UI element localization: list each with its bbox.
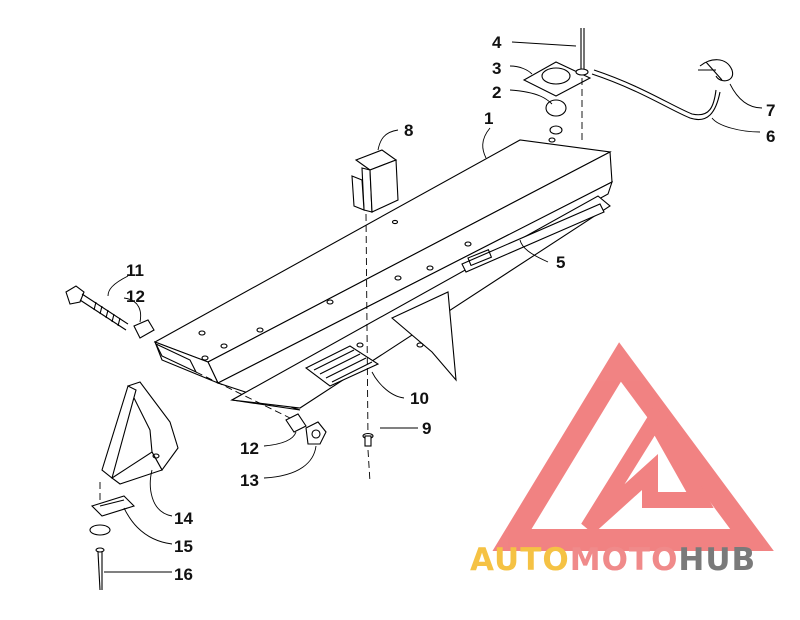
tray-front-face (207, 151, 613, 384)
part-12-spacer-b (285, 413, 307, 433)
part-12-spacer-a (133, 319, 155, 339)
part-8-axis (365, 213, 369, 441)
callout-11: 11 (126, 261, 144, 280)
callout-12-bottom: 12 (240, 439, 259, 458)
callout-2: 2 (492, 83, 501, 102)
callout-10: 10 (410, 389, 429, 408)
watermark-logo (492, 342, 774, 551)
decal-10-lines (313, 349, 373, 383)
watermark-text: AUTOMOTOHUB (470, 542, 756, 578)
main-tray (153, 137, 613, 411)
part-2-grommet (545, 99, 567, 117)
part-13-nut (305, 421, 327, 445)
part-14-bracket (101, 381, 179, 485)
callout-13: 13 (240, 471, 259, 490)
part-15-washer (89, 524, 111, 536)
leader-lines (104, 41, 763, 573)
decal-5-box (467, 249, 493, 267)
part-15-plate (90, 495, 136, 517)
tray-fin (390, 291, 457, 382)
callout-3: 3 (492, 59, 501, 78)
callout-15: 15 (174, 537, 193, 556)
part-6-cable (591, 73, 721, 120)
watermark-hub: HUB (678, 542, 756, 578)
callout-6: 6 (766, 127, 775, 146)
callout-16: 16 (174, 565, 193, 584)
callout-7: 7 (766, 101, 775, 120)
part-3-dome (541, 67, 571, 85)
decal-5 (461, 203, 605, 273)
tray-holes (198, 137, 556, 361)
callout-8: 8 (404, 121, 413, 140)
callout-12-top: 12 (126, 287, 145, 306)
tether-assembly (591, 59, 734, 120)
decal-10 (304, 345, 380, 387)
part-7-clip (698, 59, 734, 82)
watermark-auto: AUTO (470, 542, 570, 578)
logo-inner-triangle (581, 404, 714, 534)
logo-outer-triangle (492, 342, 774, 551)
callout-4: 4 (492, 33, 502, 52)
part-2-washer (549, 125, 563, 135)
part-16-screw (95, 547, 105, 591)
callout-1: 1 (484, 109, 493, 128)
bolt-thread (93, 301, 121, 327)
mount-assembly (522, 28, 592, 140)
callouts: 1 2 3 4 5 6 7 8 9 10 11 12 12 13 14 15 1… (126, 33, 775, 584)
callout-9: 9 (422, 419, 431, 438)
part-9-rivet (362, 432, 374, 447)
part-8-clip (351, 149, 399, 213)
callout-5: 5 (556, 253, 565, 272)
bolt-assembly (65, 285, 327, 445)
callout-14: 14 (174, 509, 193, 528)
watermark-moto: MOTO (570, 542, 679, 578)
